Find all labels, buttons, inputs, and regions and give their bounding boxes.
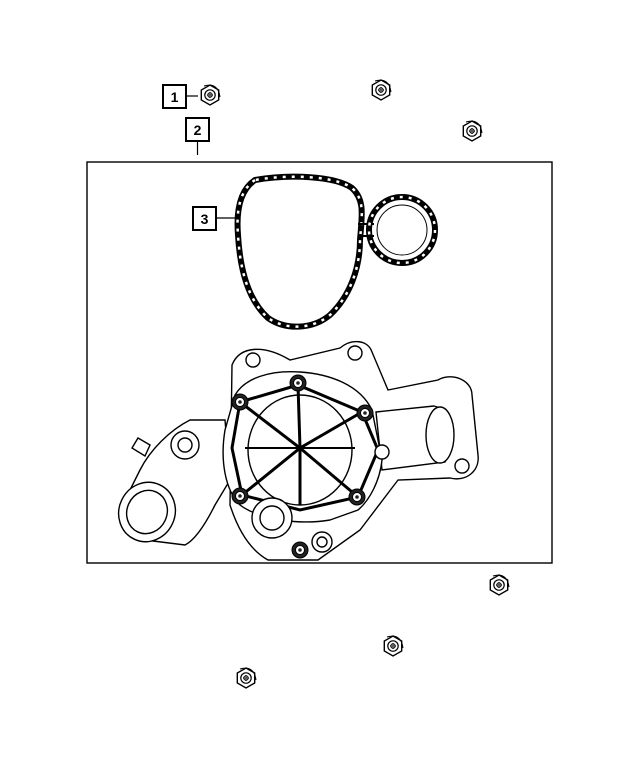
mounting-bolt-icon — [289, 374, 307, 392]
mounting-bolt-icon — [348, 488, 366, 506]
mounting-bolt-icon — [356, 404, 374, 422]
fastener-bolt-icon[interactable] — [489, 574, 510, 596]
assembly-frame — [86, 161, 553, 564]
callout-2[interactable]: 2 — [185, 117, 210, 155]
gasket-icon[interactable] — [234, 173, 438, 330]
callout-3-label: 3 — [201, 211, 209, 227]
fastener-bolt-icon[interactable] — [200, 84, 221, 106]
fastener-bolt-icon[interactable] — [462, 120, 483, 142]
fastener-bolt-icon[interactable] — [236, 667, 257, 689]
callout-3[interactable]: 3 — [192, 206, 236, 231]
mounting-bolt-icon — [231, 393, 249, 411]
mounting-bolt-icon — [291, 541, 309, 559]
fastener-bolt-icon[interactable] — [371, 79, 392, 101]
callout-1[interactable]: 1 — [162, 84, 198, 109]
callout-2-label: 2 — [194, 122, 202, 138]
callout-1-label: 1 — [171, 89, 179, 105]
mounting-bolt-icon — [231, 487, 249, 505]
fastener-bolt-icon[interactable] — [383, 635, 404, 657]
thermostat-housing-icon[interactable] — [109, 341, 479, 561]
